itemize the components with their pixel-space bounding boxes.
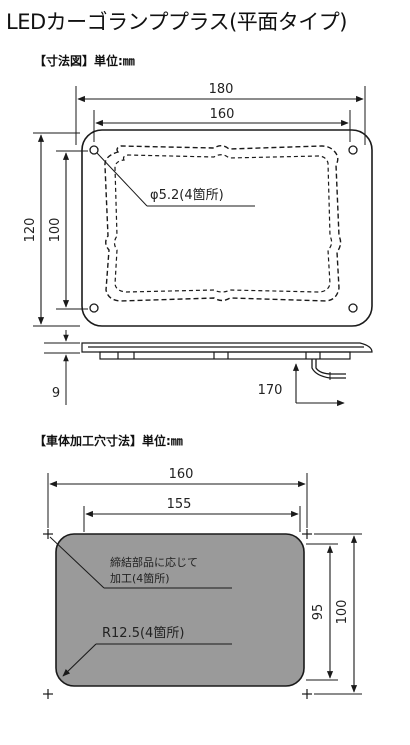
lens-outline-outer	[104, 145, 342, 302]
dim-outer-width: 180	[209, 82, 234, 97]
plate-outline	[81, 129, 373, 327]
radius-note: R12.5(4箇所)	[102, 625, 184, 641]
dim-inner-height: 100	[48, 218, 63, 243]
lamp-side-view	[81, 342, 373, 380]
mount-hole-icon	[348, 145, 358, 155]
cut-inner-height: 95	[311, 604, 326, 621]
mount-hole-icon	[89, 145, 99, 155]
page-title: LEDカーゴランププラス(平面タイプ)	[6, 10, 347, 34]
lens-outline-inner	[113, 154, 333, 293]
hole-note: φ5.2(4箇所)	[150, 187, 224, 203]
cut-outer-width: 160	[169, 467, 194, 482]
dim-cable: 170	[258, 383, 283, 398]
corner-mark-icons	[43, 529, 312, 699]
lamp-top-view	[81, 129, 373, 327]
cut-inner-width: 155	[167, 497, 192, 512]
cutout-area	[55, 533, 305, 687]
dimension-section-label: 【寸法図】単位:㎜	[34, 54, 135, 68]
dim-thickness: 9	[52, 386, 60, 401]
mount-hole-icon	[89, 303, 99, 313]
dim-inner-width: 160	[210, 107, 235, 122]
dim-outer-height: 120	[23, 218, 38, 243]
cutout-section-label: 【車体加工穴寸法】単位:㎜	[34, 434, 183, 448]
mount-hole-icon	[348, 303, 358, 313]
cut-outer-height: 100	[335, 600, 350, 625]
note-line1: 締結部品に応じて	[110, 555, 198, 569]
note-line2: 加工(4箇所)	[110, 571, 170, 585]
